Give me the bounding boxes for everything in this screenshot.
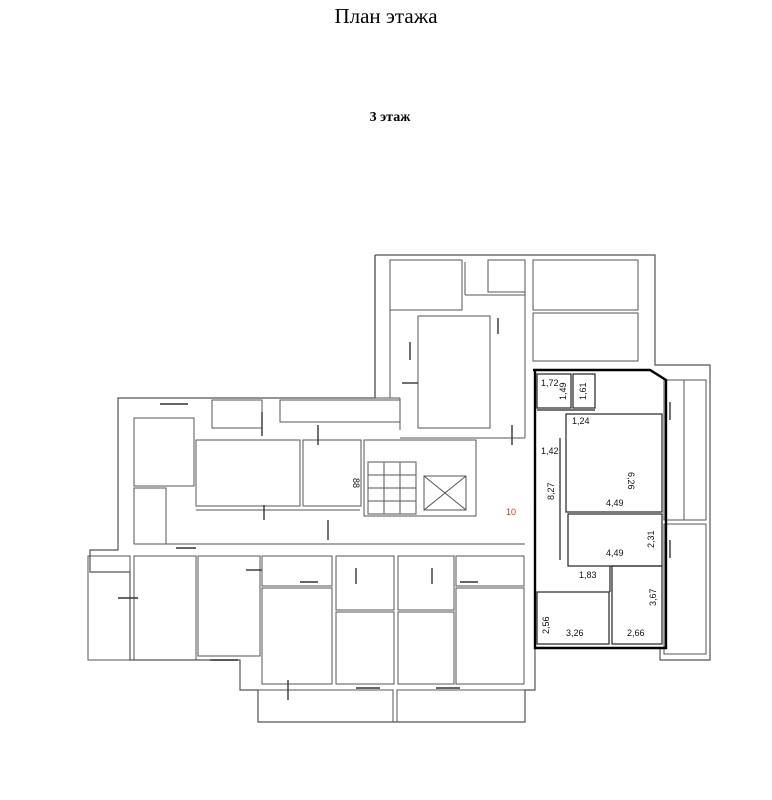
interior-walls <box>87 259 707 723</box>
dim-label: 2,56 <box>541 616 551 634</box>
stair-mark: 88 <box>351 478 361 488</box>
dim-label: 6,26 <box>626 472 636 490</box>
dim-label: 2,66 <box>627 628 645 638</box>
page-title: План этажа <box>334 4 438 28</box>
dim-label: 1,61 <box>578 382 588 400</box>
dimension-labels: 1,72 1,49 1,61 1,24 1,42 6,26 8,27 4,49 … <box>541 378 658 638</box>
dim-label: 1,72 <box>541 378 559 388</box>
door-marks <box>118 318 671 700</box>
dim-label: 3,67 <box>648 588 658 606</box>
dim-label: 1,24 <box>572 416 590 426</box>
dim-label: 2,31 <box>646 530 656 548</box>
dim-label: 4,49 <box>606 498 624 508</box>
apartment-rooms <box>536 373 663 645</box>
dim-label: 3,26 <box>566 628 584 638</box>
apartment-number: 10 <box>506 507 516 517</box>
dim-label: 8,27 <box>546 482 556 500</box>
dim-label: 1,49 <box>558 382 568 400</box>
dim-label: 1,42 <box>541 446 559 456</box>
dim-label: 4,49 <box>606 548 624 558</box>
apartment-outline <box>533 368 668 650</box>
floor-label: 3 этаж <box>369 110 411 125</box>
dim-label: 1,83 <box>579 570 597 580</box>
